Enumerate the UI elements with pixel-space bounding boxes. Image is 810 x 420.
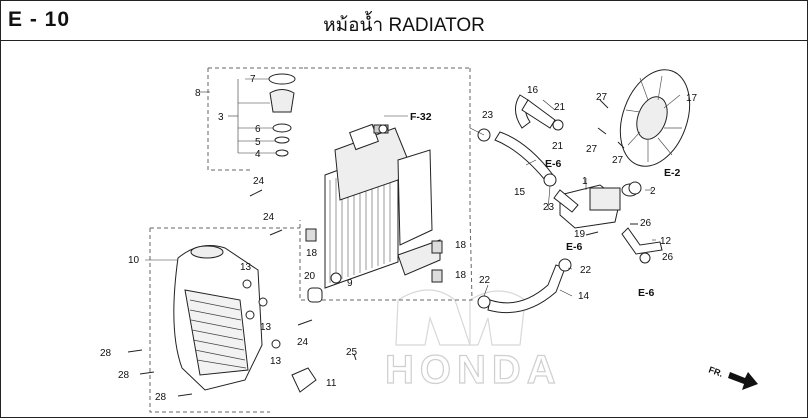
label-13a: 13 [240,262,252,273]
label-5: 5 [255,137,261,148]
label-22a: 22 [580,265,592,276]
honda-watermark: HONDA [384,289,562,393]
ref-e6-upper: E-6 [545,158,562,170]
label-18a: 18 [306,248,318,259]
label-28a: 28 [100,348,112,359]
page-header: E - 10 หม้อน้ำ RADIATOR [0,0,808,41]
label-14: 14 [578,291,590,302]
ref-f32: F-32 [410,111,432,123]
section-code: E - 10 [8,8,71,31]
label-18b: 18 [455,240,467,251]
front-direction-marker: FR. [707,364,758,390]
front-arrow-icon [728,372,758,390]
label-23a: 23 [482,110,494,121]
label-9: 9 [347,278,353,289]
radiator-core [324,123,441,289]
label-26a: 26 [640,218,652,229]
label-3: 3 [218,112,224,123]
part-labels: 8 7 3 6 5 4 24 24 10 13 13 13 18 18 18 2… [100,74,698,403]
label-1: 1 [582,176,588,187]
leader-lines [145,78,656,297]
ref-e6-lower: E-6 [638,287,655,299]
ref-e2: E-2 [664,167,681,179]
small-fasteners [242,119,651,393]
label-22b: 22 [479,275,491,286]
label-28c: 28 [155,392,167,403]
label-23b: 23 [543,202,555,213]
label-6: 6 [255,124,261,135]
label-18c: 18 [455,270,467,281]
page-title: หม้อน้ำ RADIATOR [323,15,485,36]
label-20: 20 [304,271,316,282]
coolant-hoses [487,94,663,314]
label-21b: 21 [552,141,564,152]
label-2: 2 [650,186,656,197]
thermostat-housing [559,183,639,229]
ref-e6-mid: E-6 [566,241,583,253]
label-4: 4 [255,149,261,160]
cooling-fan [619,69,691,167]
label-7: 7 [250,74,256,85]
label-27c: 27 [612,155,624,166]
label-8: 8 [195,88,201,99]
label-19: 19 [574,229,586,240]
label-16: 16 [527,85,539,96]
watermark-text: HONDA [385,348,562,392]
radiator-cap-stack [268,73,296,157]
reference-callouts: F-32 E-6 E-2 E-6 E-6 [410,111,681,299]
label-15: 15 [514,187,526,198]
label-24b: 24 [263,212,275,223]
fan-shroud-group-box [149,228,270,413]
label-17: 17 [686,93,698,104]
label-11: 11 [326,378,337,389]
fr-label: FR. [707,364,724,378]
label-13b: 13 [260,322,272,333]
label-27b: 27 [586,144,598,155]
label-10: 10 [128,255,140,266]
fan-shroud [173,245,263,391]
label-24c: 24 [297,337,309,348]
label-12: 12 [660,236,672,247]
bolts [127,99,638,397]
radiator-group-box [299,68,473,301]
label-28b: 28 [118,370,130,381]
label-26b: 26 [662,252,674,263]
label-27a: 27 [596,92,608,103]
label-25: 25 [346,347,358,358]
label-13c: 13 [270,356,282,367]
label-24a: 24 [253,176,265,187]
label-21a: 21 [554,102,566,113]
